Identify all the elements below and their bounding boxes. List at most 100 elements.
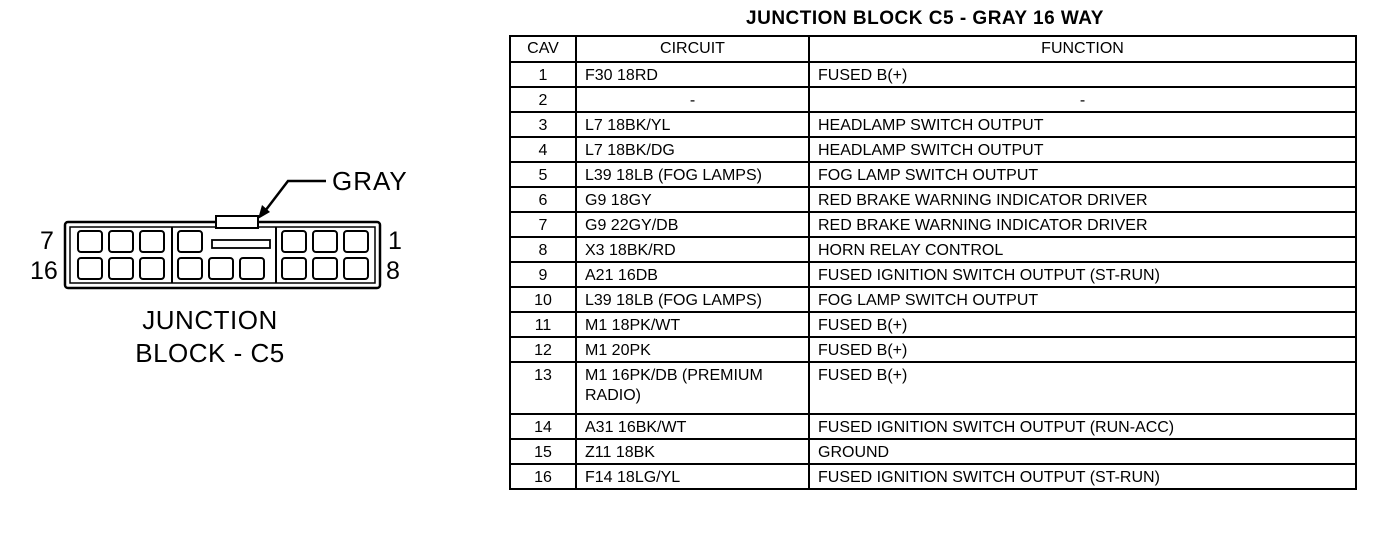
connector-caption-line-2: BLOCK - C5 [135, 338, 285, 368]
connector-cavity [208, 257, 234, 280]
cell-cav: 11 [509, 311, 577, 338]
cell-function: FOG LAMP SWITCH OUTPUT [808, 161, 1357, 188]
pin-label-16: 16 [30, 257, 58, 285]
connector-cavity [343, 230, 369, 253]
cell-cav: 16 [509, 463, 577, 490]
cell-cav: 9 [509, 261, 577, 288]
connector-cavity [77, 257, 103, 280]
table-title: JUNCTION BLOCK C5 - GRAY 16 WAY [746, 8, 1104, 29]
connector-cavity [312, 257, 338, 280]
cell-cav: 13 [509, 361, 577, 415]
cell-function: HEADLAMP SWITCH OUTPUT [808, 136, 1357, 163]
cell-function: RED BRAKE WARNING INDICATOR DRIVER [808, 186, 1357, 213]
cell-function: FUSED IGNITION SWITCH OUTPUT (ST-RUN) [808, 261, 1357, 288]
connector-cavity [343, 257, 369, 280]
connector-lock-tab [215, 215, 259, 229]
cell-function: FUSED B(+) [808, 361, 1357, 415]
connector-cavity [239, 257, 265, 280]
cell-circuit: M1 18PK/WT [575, 311, 810, 338]
cell-cav: 1 [509, 61, 577, 88]
connector-cavity [312, 230, 338, 253]
header-function: FUNCTION [808, 35, 1357, 63]
cell-function: FUSED IGNITION SWITCH OUTPUT (ST-RUN) [808, 463, 1357, 490]
connector-cavity [281, 230, 307, 253]
cell-circuit: F30 18RD [575, 61, 810, 88]
cell-circuit: L7 18BK/DG [575, 136, 810, 163]
leader-arrowhead [258, 205, 270, 219]
cell-cav: 14 [509, 413, 577, 440]
connector-cavity [108, 257, 134, 280]
cell-function: FUSED B(+) [808, 61, 1357, 88]
header-circuit: CIRCUIT [575, 35, 810, 63]
connector-cavity [77, 230, 103, 253]
cell-circuit: A21 16DB [575, 261, 810, 288]
cell-function: FUSED B(+) [808, 336, 1357, 363]
connector-cavity [108, 230, 134, 253]
connector-color-label: GRAY [332, 166, 408, 196]
cell-cav: 2 [509, 86, 577, 113]
cell-function: - [808, 86, 1357, 113]
leader-line [261, 179, 326, 216]
pin-label-8: 8 [386, 257, 400, 285]
cell-cav: 8 [509, 236, 577, 263]
cell-function: HORN RELAY CONTROL [808, 236, 1357, 263]
cell-circuit: G9 22GY/DB [575, 211, 810, 238]
cell-function: FUSED B(+) [808, 311, 1357, 338]
table-row: 2-- [509, 86, 1357, 113]
pin-label-7: 7 [40, 227, 54, 255]
cell-function: GROUND [808, 438, 1357, 465]
cell-circuit: L39 18LB (FOG LAMPS) [575, 286, 810, 313]
cell-function: FUSED IGNITION SWITCH OUTPUT (RUN-ACC) [808, 413, 1357, 440]
cell-cav: 3 [509, 111, 577, 138]
cell-circuit: G9 18GY [575, 186, 810, 213]
connector-cavity [177, 230, 203, 253]
table-header-row: CAV CIRCUIT FUNCTION [509, 35, 1357, 63]
cell-circuit: F14 18LG/YL [575, 463, 810, 490]
connector-cavity [177, 257, 203, 280]
cell-cav: 10 [509, 286, 577, 313]
connector-cavity [139, 230, 165, 253]
cell-circuit: Z11 18BK [575, 438, 810, 465]
cell-cav: 6 [509, 186, 577, 213]
cell-cav: 7 [509, 211, 577, 238]
cell-circuit: M1 16PK/DB (PREMIUM RADIO) [575, 361, 810, 415]
cell-function: RED BRAKE WARNING INDICATOR DRIVER [808, 211, 1357, 238]
cell-function: HEADLAMP SWITCH OUTPUT [808, 111, 1357, 138]
cell-circuit: - [575, 86, 810, 113]
cell-cav: 5 [509, 161, 577, 188]
connector-diagram: 7 16 1 8 [30, 179, 402, 290]
connector-cavity [281, 257, 307, 280]
connector-cavity [139, 257, 165, 280]
connector-caption-line-1: JUNCTION [142, 305, 278, 335]
cell-circuit: M1 20PK [575, 336, 810, 363]
cell-circuit: L39 18LB (FOG LAMPS) [575, 161, 810, 188]
pin-label-1: 1 [388, 227, 402, 255]
cell-cav: 15 [509, 438, 577, 465]
cell-cav: 4 [509, 136, 577, 163]
cavity-group [77, 230, 369, 280]
connector-key [211, 239, 271, 249]
cell-cav: 12 [509, 336, 577, 363]
cell-circuit: L7 18BK/YL [575, 111, 810, 138]
header-cav: CAV [509, 35, 577, 63]
cell-circuit: X3 18BK/RD [575, 236, 810, 263]
cell-function: FOG LAMP SWITCH OUTPUT [808, 286, 1357, 313]
cell-circuit: A31 16BK/WT [575, 413, 810, 440]
